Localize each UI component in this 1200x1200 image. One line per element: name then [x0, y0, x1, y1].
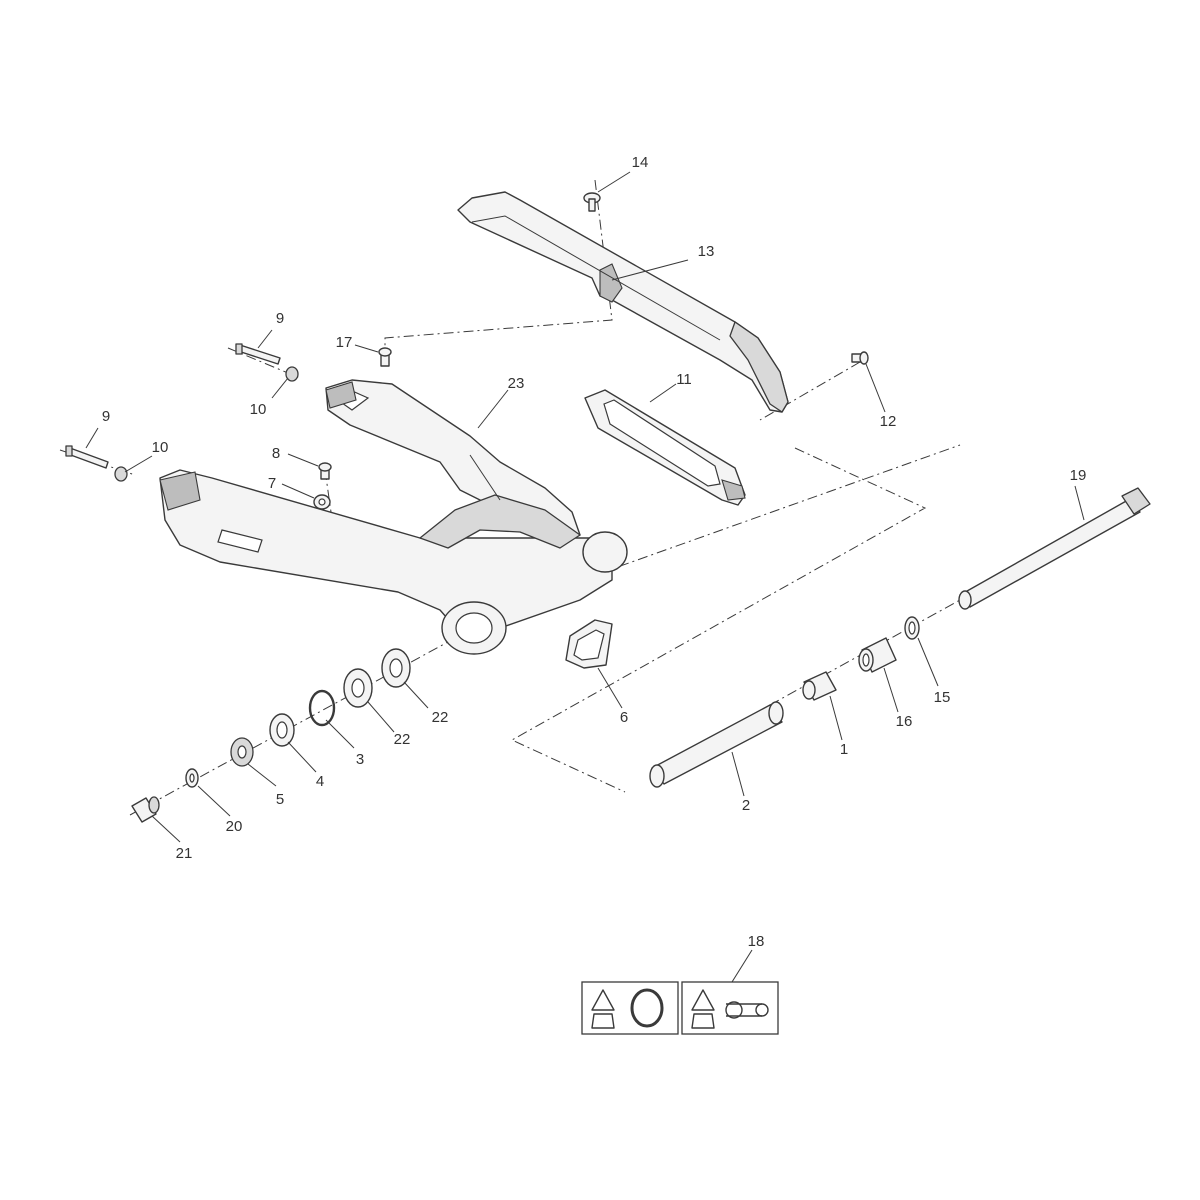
callout-16: 16: [896, 713, 913, 730]
callout-labels: 14 13 9 17 10 9 10 8 7 23 11 12 19 22 22…: [102, 154, 1087, 950]
callout-2: 2: [742, 797, 750, 814]
chain-slider-11[interactable]: [584, 389, 746, 506]
bolt-17[interactable]: [378, 347, 392, 367]
chain-adjuster-icon: [591, 988, 664, 1029]
screw-12[interactable]: [851, 351, 869, 365]
callout-17: 17: [336, 334, 353, 351]
callout-21: 21: [176, 845, 193, 862]
axis-left-pivot: [129, 629, 471, 816]
bearing-22-outer[interactable]: [381, 648, 411, 688]
callout-6: 6: [620, 709, 628, 726]
callout-18: 18: [748, 933, 765, 950]
washer-20[interactable]: [185, 768, 199, 788]
seal-4[interactable]: [269, 713, 295, 747]
callout-5: 5: [276, 791, 284, 808]
callout-14: 14: [632, 154, 649, 171]
callout-13: 13: [698, 243, 715, 260]
seal-plate-6[interactable]: [565, 619, 613, 669]
callout-23: 23: [508, 375, 525, 392]
bush-16[interactable]: [858, 637, 897, 673]
callout-10-lower: 10: [152, 439, 169, 456]
callout-12: 12: [880, 413, 897, 430]
bolt-9-upper[interactable]: [235, 343, 281, 365]
callout-15: 15: [934, 689, 951, 706]
chain-sprocket-icon: [691, 1001, 769, 1029]
chain-guard-13[interactable]: [457, 191, 789, 413]
callout-9-lower: 9: [102, 408, 110, 425]
nut-7[interactable]: [313, 494, 331, 510]
bolt-14[interactable]: [583, 192, 601, 212]
callout-10-upper: 10: [250, 401, 267, 418]
bolt-8[interactable]: [318, 462, 332, 480]
bolt-21[interactable]: [131, 796, 160, 823]
callout-11: 11: [676, 371, 692, 388]
callout-4: 4: [316, 773, 324, 790]
leader-lines: [85, 171, 1085, 983]
washer-10-lower[interactable]: [114, 466, 128, 482]
callout-3: 3: [356, 751, 364, 768]
callout-8: 8: [272, 445, 280, 462]
axis-right-pivot: [524, 444, 961, 601]
callout-1: 1: [840, 741, 848, 758]
washer-10-upper[interactable]: [285, 366, 299, 382]
callout-9-upper: 9: [276, 310, 284, 327]
callout-22-inner: 22: [394, 731, 411, 748]
callout-22-outer: 22: [432, 709, 449, 726]
bush-5[interactable]: [230, 737, 254, 767]
callout-7: 7: [268, 475, 276, 492]
seal-15[interactable]: [904, 616, 920, 640]
spacer-tube-2[interactable]: [649, 701, 784, 788]
callout-20: 20: [226, 818, 243, 835]
bush-1[interactable]: [802, 671, 837, 701]
warning-label-18[interactable]: [581, 981, 779, 1035]
spindle-bolt-19[interactable]: [958, 487, 1151, 610]
warning-triangle-icon: [591, 989, 715, 1011]
circlip-3[interactable]: [308, 689, 336, 727]
swingarm-23[interactable]: [159, 379, 628, 655]
bolt-9-lower[interactable]: [65, 445, 109, 469]
axis-bracket-group: [510, 447, 927, 793]
bearing-22-inner[interactable]: [343, 668, 373, 708]
callout-19: 19: [1070, 467, 1087, 484]
